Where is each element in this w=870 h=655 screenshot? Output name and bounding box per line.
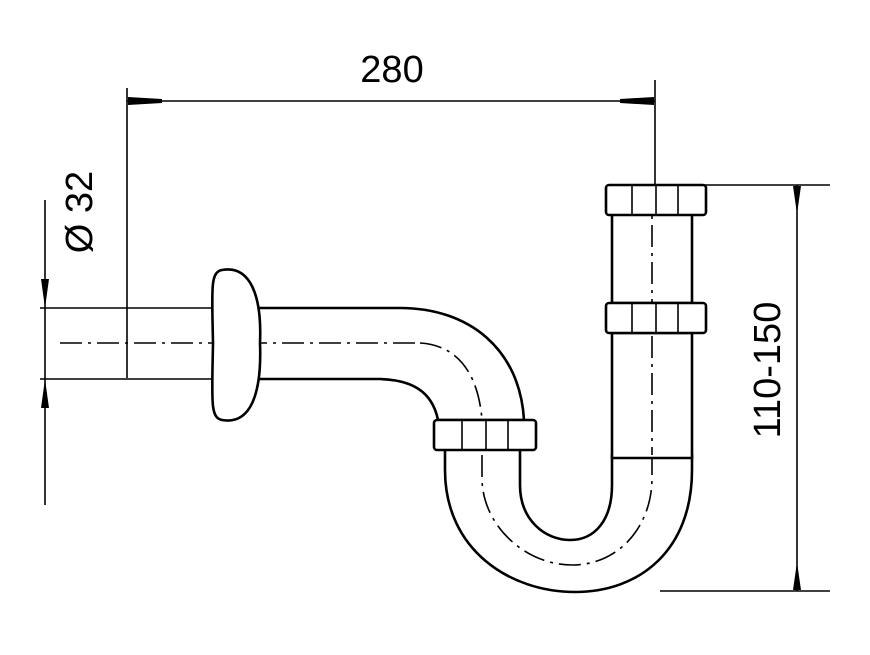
outlet-bend-centerline [419, 342, 483, 421]
diameter-label: Ø 32 [59, 171, 101, 253]
height-arrow-top [793, 186, 801, 214]
height-label: 110-150 [747, 302, 789, 439]
height-dimension: 110-150 [660, 184, 830, 592]
diameter-arrow-bottom [41, 379, 49, 408]
height-arrow-bottom [793, 562, 801, 590]
siphon-body [60, 183, 708, 594]
diameter-dimension: Ø 32 [40, 171, 215, 505]
width-arrow-right [620, 97, 654, 105]
wall-rosette [210, 268, 262, 422]
u-trap-centerline [481, 455, 653, 566]
diameter-arrow-top [41, 279, 49, 308]
width-dimension: 280 [126, 49, 656, 378]
lower-nut [432, 418, 538, 452]
outlet-pipe [256, 306, 526, 422]
top-nut [604, 183, 708, 217]
width-arrow-left [128, 97, 162, 105]
width-label: 280 [360, 49, 423, 91]
middle-nut [604, 301, 708, 335]
u-trap [443, 446, 694, 594]
